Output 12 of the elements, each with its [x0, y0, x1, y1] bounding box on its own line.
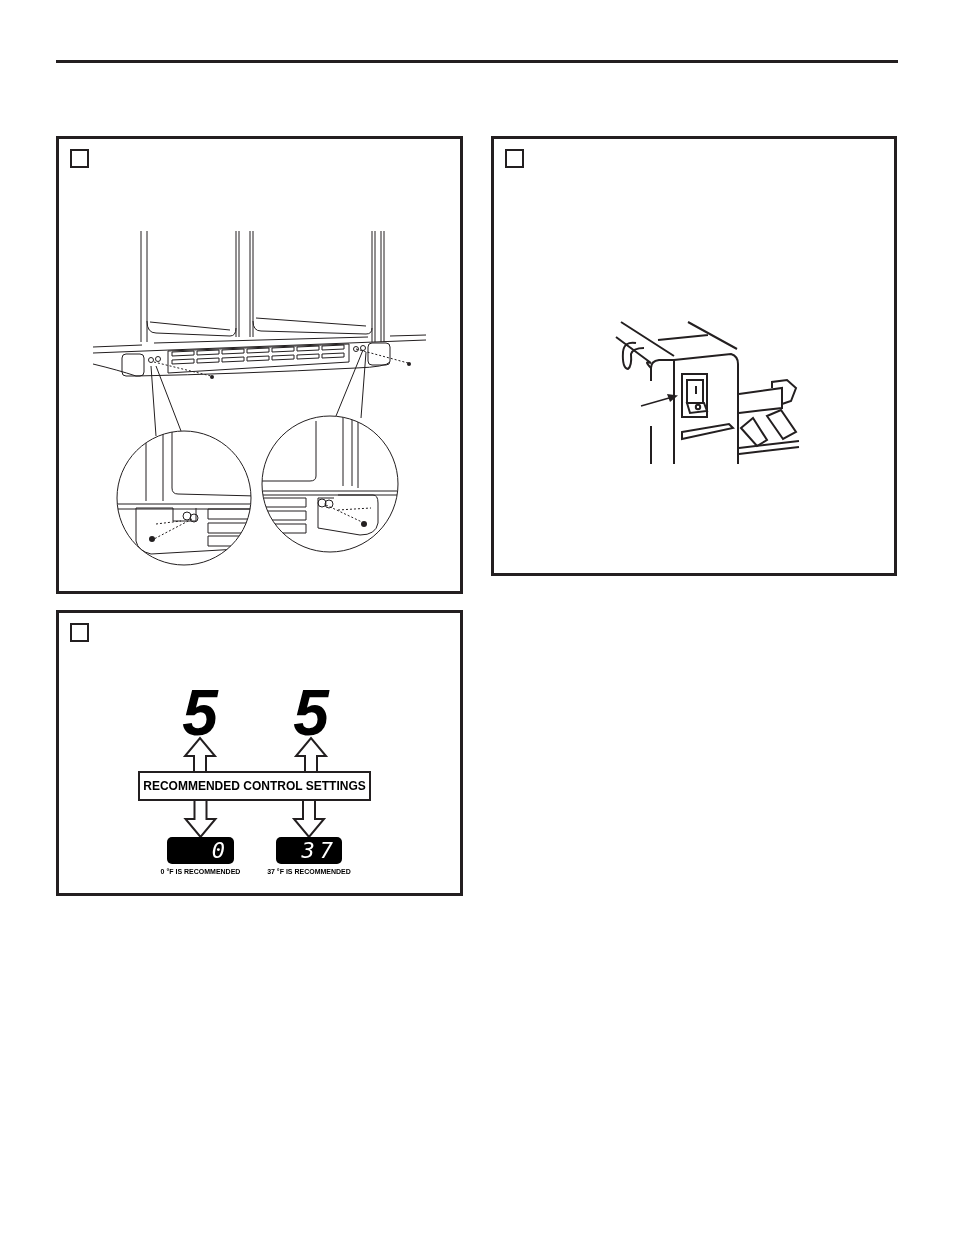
setting-number: 5 [178, 688, 222, 738]
block-arrow [183, 800, 218, 839]
temperature-display: 0 [167, 837, 234, 864]
temperature-display: 37 [276, 837, 342, 864]
setting-number: 5 [289, 688, 333, 738]
step-panel [491, 136, 897, 576]
step-panel [56, 610, 463, 896]
block-arrow [291, 800, 327, 839]
step-panel [56, 136, 463, 594]
block-arrow [182, 736, 218, 772]
settings-banner: RECOMMENDED CONTROL SETTINGS [138, 771, 371, 801]
block-arrow [293, 736, 329, 772]
